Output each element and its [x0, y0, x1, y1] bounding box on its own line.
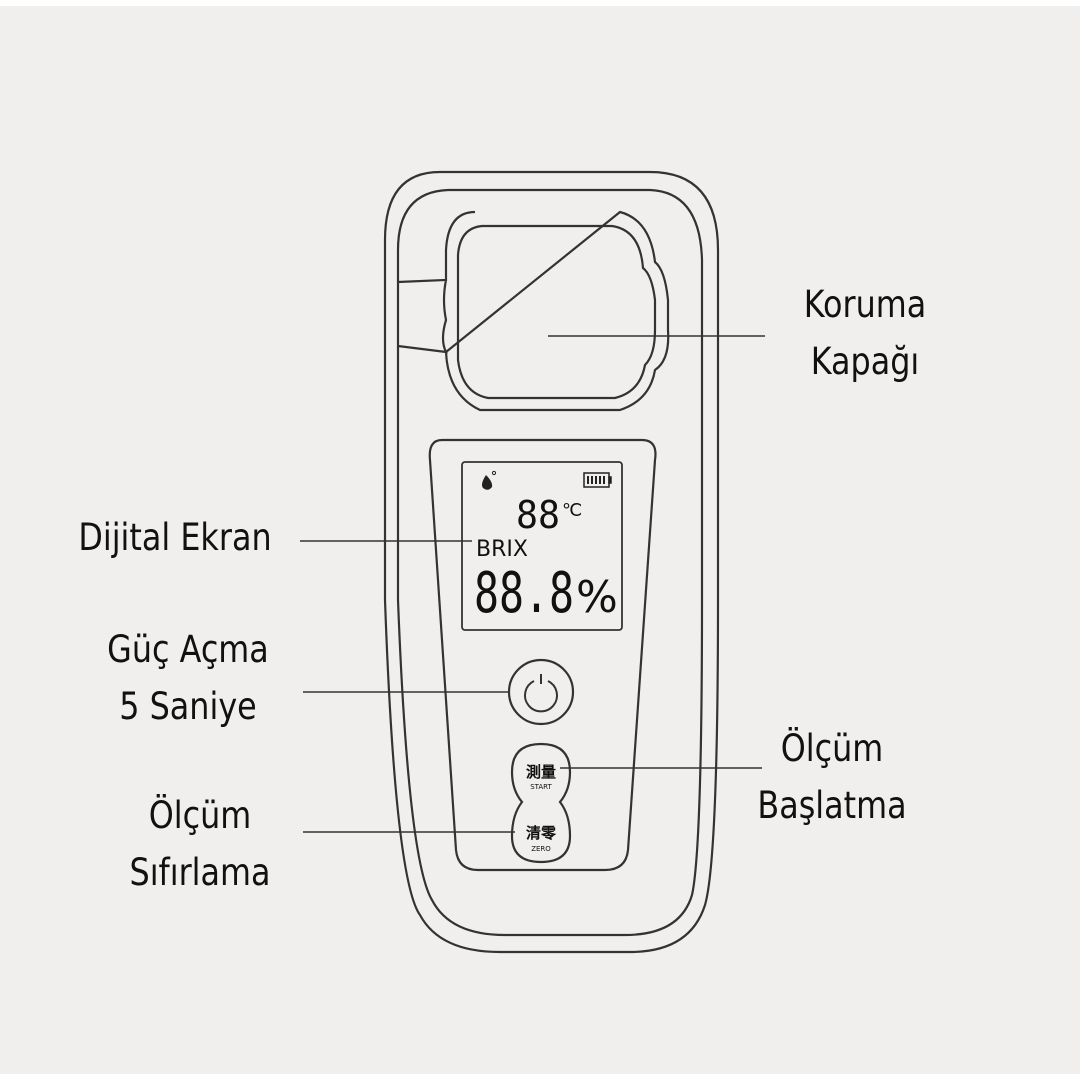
- label-cover: Koruma Kapağı: [779, 276, 951, 390]
- label-line: Güç Açma: [107, 628, 269, 671]
- protective-cover: [397, 210, 670, 412]
- label-line: Ölçüm: [148, 794, 252, 837]
- leader-lines: [300, 335, 765, 833]
- background: [0, 6, 1080, 1074]
- label-start: Ölçüm Başlatma: [746, 720, 918, 834]
- label-display: Dijital Ekran: [72, 509, 278, 566]
- label-line: Dijital Ekran: [78, 516, 272, 559]
- label-line: 5 Saniye: [119, 685, 257, 728]
- power-button: [507, 658, 575, 726]
- battery-icon: [583, 472, 612, 488]
- label-line: Koruma: [803, 283, 927, 326]
- device-outer-outline: [383, 170, 720, 954]
- label-zero: Ölçüm Sıfırlama: [114, 787, 286, 901]
- lcd-value: 88.8: [474, 561, 574, 626]
- label-power: Güç Açma 5 Saniye: [102, 621, 274, 735]
- label-line: Ölçüm: [780, 727, 884, 770]
- drop-icon: [482, 470, 497, 490]
- lcd-temp-unit: ℃: [562, 500, 582, 521]
- lcd-mode: BRIX: [476, 537, 528, 562]
- label-line: Sıfırlama: [129, 851, 271, 894]
- device-inner-outline: [396, 188, 704, 937]
- label-line: Başlatma: [757, 784, 907, 827]
- start-button-en[interactable]: START: [530, 783, 552, 791]
- screen-bezel: [428, 438, 657, 872]
- lcd-screen: [461, 461, 623, 631]
- start-zero-button: [510, 742, 572, 864]
- zero-button-cn[interactable]: 清零: [526, 824, 557, 842]
- zero-button-en[interactable]: ZERO: [531, 845, 551, 853]
- cover-inner: [456, 224, 657, 400]
- label-line: Kapağı: [810, 340, 920, 383]
- lcd-temperature: 88: [516, 493, 560, 537]
- lcd-value-unit: %: [576, 572, 618, 623]
- start-button-cn[interactable]: 測量: [526, 763, 556, 781]
- power-icon: [524, 674, 558, 713]
